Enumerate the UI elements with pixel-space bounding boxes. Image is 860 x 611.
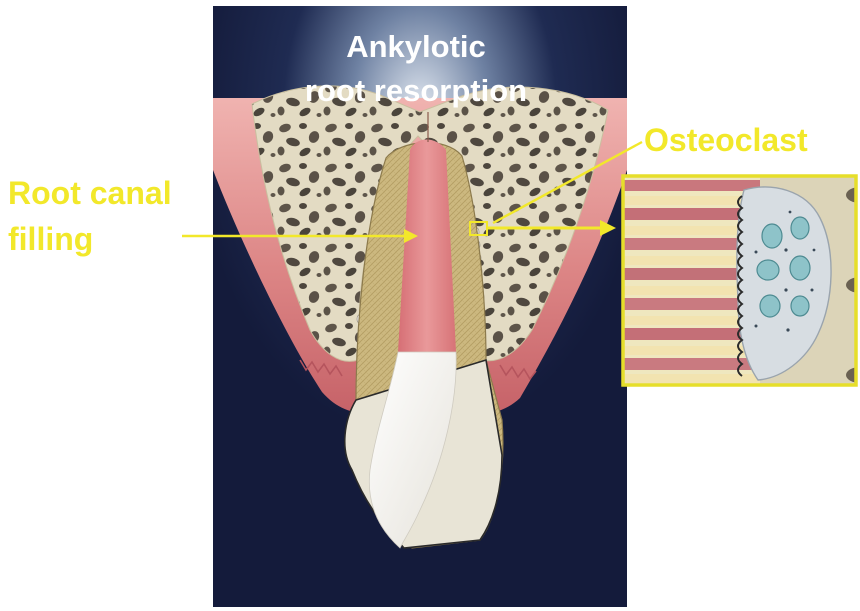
title-line-1: Ankylotic	[286, 30, 546, 65]
osteoclast-label: Osteoclast	[644, 123, 808, 159]
title-line-2: root resorption	[266, 74, 566, 109]
root-canal-label: Root canal	[8, 176, 172, 212]
filling-label: filling	[8, 222, 93, 258]
osteoclast-callout	[623, 176, 860, 385]
